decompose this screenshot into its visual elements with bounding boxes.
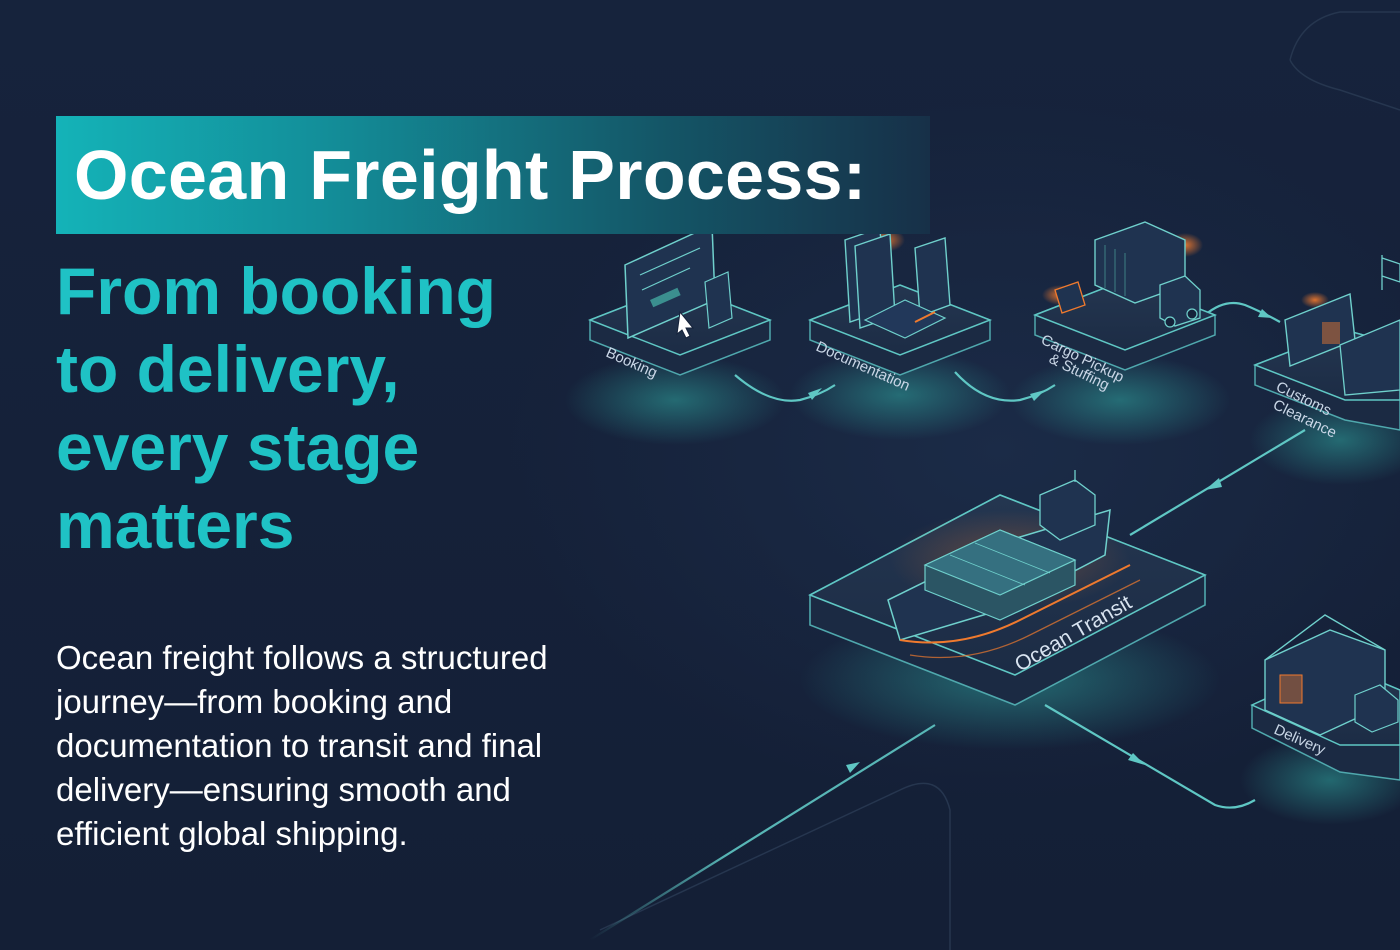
connector-arrows <box>808 309 1272 773</box>
customs-clearance-platform: Customs Clearance <box>1252 255 1400 442</box>
subtitle-line: From booking <box>56 254 496 328</box>
forklift-icon <box>1054 281 1086 314</box>
page-title: Ocean Freight Process: <box>74 136 867 214</box>
description: Ocean freight follows a structured journ… <box>56 636 666 856</box>
connector-ocean-delivery <box>1044 704 1256 809</box>
cargo-pickup-platform: Cargo Pickup & Stuffing <box>1032 221 1218 394</box>
description-line: delivery—ensuring smooth and <box>56 771 511 808</box>
delivery-platform: Delivery <box>1250 614 1400 781</box>
connector-documentation-cargo <box>954 371 1056 402</box>
flag-icon <box>1381 255 1400 290</box>
subtitle-line: every stage <box>56 410 420 484</box>
description-line: efficient global shipping. <box>56 815 408 852</box>
connector-cargo-customs <box>1204 301 1281 323</box>
cursor-icon <box>676 310 695 339</box>
delivery-truck-icon <box>1354 684 1399 733</box>
documentation-platform: Documentation <box>807 227 993 395</box>
subtitle-line: matters <box>56 488 295 562</box>
description-line: documentation to transit and final <box>56 727 543 764</box>
subtitle-line: to delivery, <box>56 332 400 406</box>
background-outline-shapes <box>599 11 1400 950</box>
booking-platform: Booking <box>587 223 773 382</box>
headline-highlight-bar <box>56 116 930 234</box>
connector-booking-documentation <box>734 374 836 402</box>
description-line: journey—from booking and <box>56 683 453 720</box>
description-line: Ocean freight follows a structured <box>56 639 548 676</box>
connector-incoming <box>589 724 936 941</box>
subtitle: From booking to delivery, every stage ma… <box>56 252 616 564</box>
